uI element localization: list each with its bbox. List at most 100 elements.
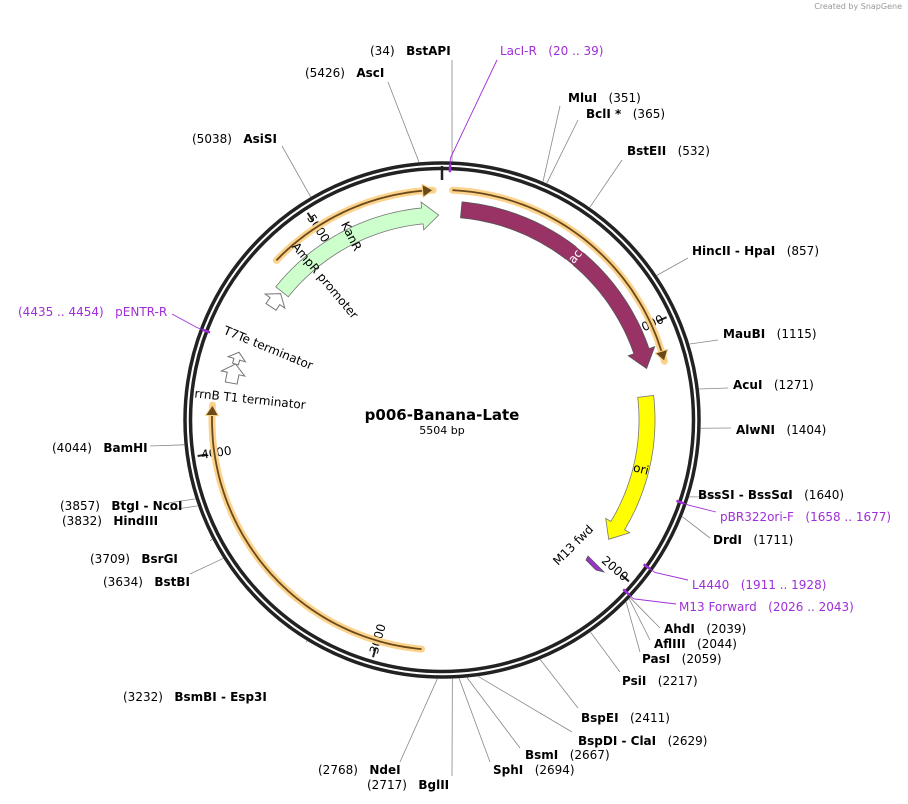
enzyme-leader-line	[466, 677, 521, 749]
enzyme-position: (2629)	[667, 734, 708, 748]
feature-rrnb-t1-terminator	[219, 363, 247, 385]
enzyme-position: (2411)	[630, 711, 670, 725]
primer-name: L4440	[692, 578, 730, 592]
enzyme-label[interactable]: (34) BstAPI	[370, 44, 451, 58]
enzyme-position: (3232)	[123, 690, 163, 704]
enzyme-position: (2667)	[569, 748, 610, 762]
feature-kanr	[275, 201, 440, 298]
enzyme-label[interactable]: PasI (2059)	[642, 652, 722, 666]
primer-label[interactable]: pBR322ori-F (1658 .. 1677)	[720, 510, 891, 524]
primer-label[interactable]: M13 Forward (2026 .. 2043)	[679, 600, 854, 614]
enzyme-label[interactable]: (3832) HindIII	[62, 514, 158, 528]
enzyme-label[interactable]: BstEII (532)	[627, 144, 710, 158]
enzyme-name: BsmBI - Esp3I	[174, 690, 267, 704]
enzyme-label[interactable]: HincII - HpaI (857)	[692, 244, 819, 258]
enzyme-label[interactable]: AcuI (1271)	[733, 378, 814, 392]
primer-position: (20 .. 39)	[548, 44, 604, 58]
enzyme-label[interactable]: (5038) AsiSI	[192, 132, 277, 146]
enzyme-name: AlwNI	[736, 423, 775, 437]
primer-position: (1658 .. 1677)	[805, 510, 892, 524]
enzyme-label[interactable]: PsiI (2217)	[622, 674, 698, 688]
enzyme-name: NdeI	[369, 763, 401, 777]
feature-t7te-terminator	[226, 351, 247, 366]
enzyme-position: (4044)	[52, 441, 92, 455]
enzyme-name: BspEI	[581, 711, 619, 725]
enzyme-position: (857)	[786, 244, 820, 258]
primer-position: (4435 .. 4454)	[18, 305, 104, 319]
enzyme-label[interactable]: BssSI - BssSαI (1640)	[698, 488, 844, 502]
enzyme-position: (5038)	[192, 132, 232, 146]
primer-leader-line	[622, 588, 677, 605]
enzyme-label[interactable]: (3634) BstBI	[103, 575, 190, 589]
enzyme-leader-line	[281, 145, 311, 197]
primer-name: M13 Forward	[679, 600, 757, 614]
enzyme-name: AflIII	[654, 637, 686, 651]
tick-mark	[657, 316, 668, 323]
feature-m13-fwd	[585, 555, 606, 573]
enzyme-position: (3634)	[103, 575, 143, 589]
enzyme-name: BstAPI	[406, 44, 451, 58]
enzyme-label[interactable]: AlwNI (1404)	[736, 423, 826, 437]
enzyme-label[interactable]: (5426) AscI	[305, 66, 384, 80]
tick-mark	[197, 453, 208, 457]
enzyme-label[interactable]: AflIII (2044)	[654, 637, 737, 651]
enzyme-position: (1115)	[776, 327, 817, 341]
enzyme-leader-line	[305, 640, 308, 643]
orf-line	[275, 189, 434, 262]
enzyme-leader-line	[682, 516, 711, 539]
enzyme-label[interactable]: BspEI (2411)	[581, 711, 670, 725]
enzyme-name: BtgI - NcoI	[111, 499, 183, 513]
enzyme-label[interactable]: (3857) BtgI - NcoI	[60, 499, 183, 513]
enzyme-name: BamHI	[103, 441, 148, 455]
enzyme-position: (1271)	[773, 378, 814, 392]
enzyme-leader-line	[167, 498, 196, 504]
enzyme-label[interactable]: (3232) BsmBI - Esp3I	[123, 690, 267, 704]
feature-ampr-promoter	[263, 293, 286, 311]
enzyme-label[interactable]: AhdI (2039)	[664, 622, 746, 636]
enzyme-name: PasI	[642, 652, 671, 666]
enzyme-label[interactable]: MluI (351)	[568, 91, 641, 105]
enzyme-label[interactable]: MauBI (1115)	[723, 327, 817, 341]
enzyme-name: AhdI	[664, 622, 695, 636]
orf-line	[211, 404, 422, 650]
primer-label[interactable]: L4440 (1911 .. 1928)	[692, 578, 826, 592]
enzyme-name: BclI *	[586, 107, 622, 121]
enzyme-leader-line	[149, 444, 185, 447]
enzyme-label[interactable]: (3709) BsrGI	[90, 552, 178, 566]
enzyme-name: MauBI	[723, 327, 766, 341]
plasmid-size: 5504 bp	[419, 424, 465, 437]
orf-arrowhead	[421, 183, 435, 199]
enzyme-leader-line	[628, 598, 651, 641]
enzyme-label[interactable]: (2768) NdeI	[318, 763, 401, 777]
enzyme-label[interactable]: BclI * (365)	[586, 107, 665, 121]
enzyme-leader-line	[458, 678, 491, 763]
enzyme-leader-line	[656, 257, 689, 276]
feature-ori	[605, 395, 656, 540]
enzyme-leader-line	[630, 597, 661, 629]
enzyme-name: HindIII	[113, 514, 159, 528]
enzyme-name: BssSI - BssSαI	[698, 488, 793, 502]
enzyme-position: (2717)	[367, 778, 407, 792]
enzyme-position: (351)	[608, 91, 641, 105]
enzyme-position: (532)	[677, 144, 710, 158]
enzyme-name: HincII - HpaI	[692, 244, 776, 258]
enzyme-label[interactable]: BsmI (2667)	[525, 748, 610, 762]
enzyme-leader-line	[542, 105, 561, 182]
primer-label[interactable]: LacI-R (20 .. 39)	[500, 44, 603, 58]
enzyme-name: BsmI	[525, 748, 559, 762]
enzyme-position: (3832)	[62, 514, 102, 528]
feature-laci	[460, 201, 656, 370]
enzyme-leader-line	[209, 538, 213, 542]
plasmid-name: p006-Banana-Late	[364, 406, 520, 424]
enzyme-label[interactable]: SphI (2694)	[493, 763, 575, 777]
enzyme-position: (2217)	[657, 674, 698, 688]
enzyme-label[interactable]: (2717) BglII	[367, 778, 449, 792]
enzyme-leader-line	[546, 119, 579, 184]
enzyme-name: BspDI - ClaI	[578, 734, 657, 748]
enzyme-label[interactable]: (4044) BamHI	[52, 441, 148, 455]
enzyme-label[interactable]: BspDI - ClaI (2629)	[578, 734, 707, 748]
enzyme-name: BsrGI	[141, 552, 178, 566]
primer-label[interactable]: (4435 .. 4454) pENTR-R	[18, 305, 167, 319]
enzyme-label[interactable]: DrdI (1711)	[713, 533, 793, 547]
orf-arrowhead	[654, 348, 669, 363]
